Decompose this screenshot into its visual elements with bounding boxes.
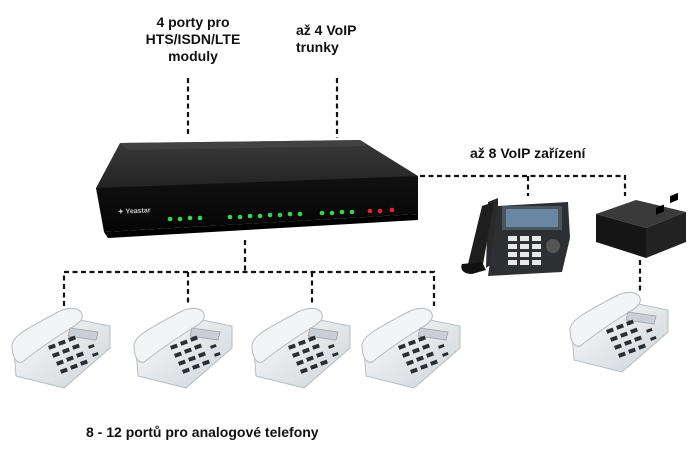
- ip-phone-icon: [461, 198, 570, 276]
- analog-phone-icon: [11, 307, 111, 389]
- label-line: trunky: [296, 39, 339, 55]
- analog-phone-icon: [133, 307, 233, 389]
- analog-phone-icon: [569, 291, 669, 373]
- label-line: moduly: [168, 48, 218, 64]
- label-module-ports: 4 porty pro HTS/ISDN/LTE moduly: [118, 14, 268, 65]
- label-line: 4 porty pro: [156, 14, 230, 30]
- analog-phone-icon: [361, 307, 461, 389]
- label-voip-devices: až 8 VoIP zařízení: [470, 145, 586, 161]
- label-line: HTS/ISDN/LTE: [145, 31, 241, 47]
- label-line: až 4 VoIP: [296, 22, 357, 38]
- svg-text:✦ Yeastar: ✦ Yeastar: [118, 206, 151, 216]
- connection-lines: [62, 78, 642, 306]
- analog-phone-icon: [251, 307, 351, 389]
- pbx-device-icon: ✦ Yeastar: [96, 140, 418, 238]
- label-voip-trunks: až 4 VoIP trunky: [296, 22, 391, 56]
- label-analog-ports: 8 - 12 portů pro analogové telefony: [86, 424, 319, 440]
- poe-injector-icon: [596, 192, 686, 258]
